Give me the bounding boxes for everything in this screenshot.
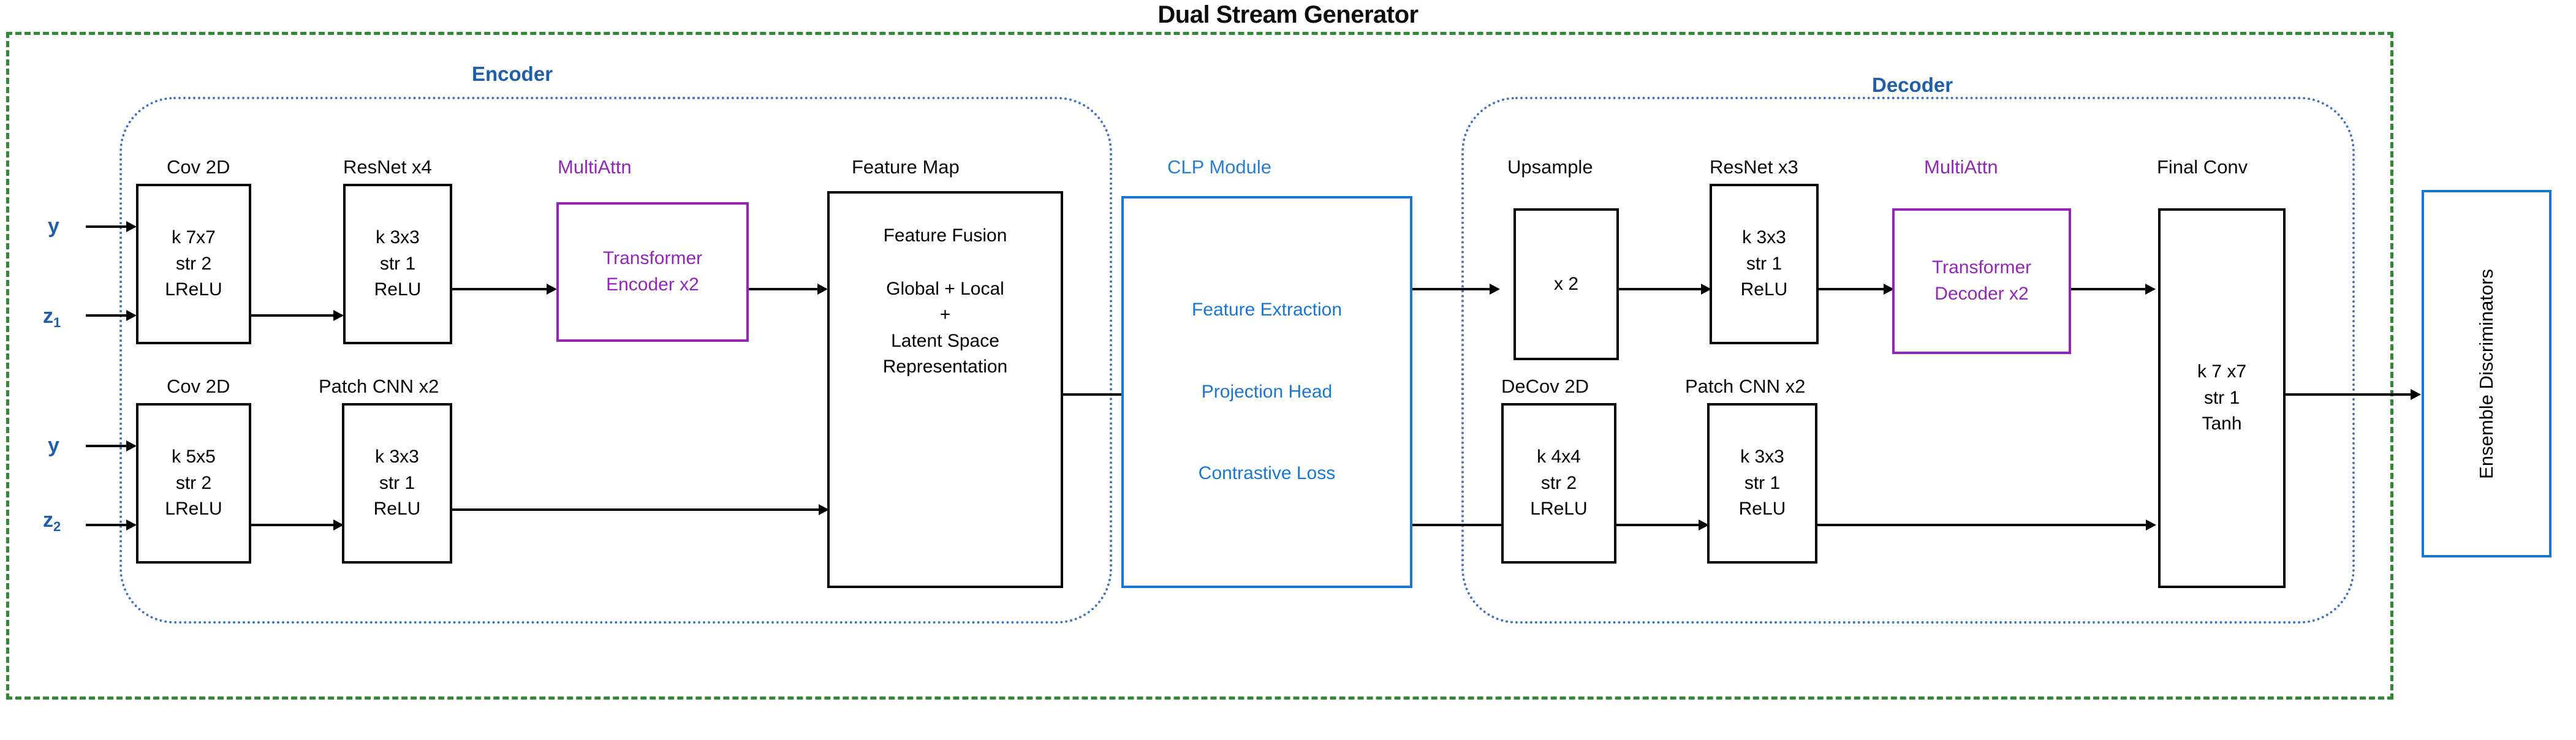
block-line: ReLU — [374, 279, 422, 300]
caption-decoder-multiattn: MultiAttn — [1924, 156, 1998, 178]
block-line: Decoder x2 — [1934, 284, 2029, 304]
decoder-section-label: Decoder — [1872, 74, 1953, 96]
input-label-y-bottom: y — [48, 434, 59, 457]
block-line: k 7x7 — [172, 227, 216, 248]
block-decoder-decov2d[interactable]: k 4x4 str 2 LReLU — [1501, 403, 1616, 564]
arrow-clp-to-upsample — [1412, 284, 1500, 295]
block-line: LReLU — [165, 279, 222, 300]
caption-encoder-multiattn: MultiAttn — [558, 156, 632, 178]
block-encoder-cov2d-bottom[interactable]: k 5x5 str 2 LReLU — [136, 403, 251, 564]
block-line: LReLU — [165, 499, 222, 519]
caption-clp-module: CLP Module — [1167, 156, 1272, 178]
arrow-resnet4-to-attn — [452, 284, 557, 295]
block-line: str 2 — [175, 472, 212, 493]
block-line: k 5x5 — [172, 447, 216, 467]
block-line: str 1 — [1744, 472, 1781, 493]
arrow-finalconv-to-discriminator — [2286, 389, 2421, 400]
caption-encoder-resnet4: ResNet x4 — [343, 156, 432, 178]
caption-decoder-resnet3: ResNet x3 — [1710, 156, 1798, 178]
caption-feature-map: Feature Map — [852, 156, 960, 178]
input-label-z1-base: z — [43, 304, 53, 328]
block-line: Tanh — [2202, 413, 2242, 434]
page-title: Dual Stream Generator — [1157, 1, 1419, 28]
block-line: str 1 — [379, 253, 416, 274]
ensemble-discriminators-label: Ensemble Discriminators — [2475, 268, 2497, 479]
arrow-patchcnn-to-finalconv — [1817, 519, 2156, 530]
block-line: Contrastive Loss — [1198, 463, 1336, 484]
block-line: Global + Local — [886, 278, 1004, 299]
arrow-y-to-cov7 — [86, 221, 137, 232]
block-ensemble-discriminators[interactable]: Ensemble Discriminators — [2422, 190, 2551, 557]
block-line: str 2 — [175, 253, 212, 274]
block-encoder-cov2d-top[interactable]: k 7x7 str 2 LReLU — [136, 184, 251, 344]
block-clp-module[interactable]: Feature Extraction Projection Head Contr… — [1121, 196, 1412, 588]
caption-decoder-decov2d: DeCov 2D — [1501, 376, 1589, 397]
block-feature-map[interactable]: Feature Fusion Global + Local + Latent S… — [827, 191, 1063, 588]
block-line: Projection Head — [1201, 381, 1333, 402]
block-line: str 1 — [1746, 253, 1782, 274]
arrow-y-to-cov5 — [86, 440, 137, 451]
decoder-group-boundary — [1461, 97, 2355, 624]
block-line: LReLU — [1530, 499, 1588, 519]
block-decoder-transformer[interactable]: Transformer Decoder x2 — [1892, 208, 2071, 354]
block-line: str 1 — [2203, 387, 2240, 408]
block-line: x 2 — [1553, 273, 1579, 294]
arrow-z2-to-cov5 — [86, 519, 137, 530]
generator-boundary — [6, 32, 2393, 700]
caption-decoder-upsample: Upsample — [1507, 156, 1593, 178]
caption-encoder-patchcnn: Patch CNN x2 — [319, 376, 439, 397]
block-line: ReLU — [1738, 499, 1786, 519]
arrow-resnet3-to-decoder-attn — [1819, 284, 1894, 295]
input-label-z2-base: z — [43, 508, 53, 532]
block-line: k 3x3 — [1742, 227, 1786, 248]
block-line: k 3x3 — [375, 447, 419, 467]
input-label-z1: z1 — [43, 304, 61, 330]
arrow-decoder-attn-to-finalconv — [2071, 284, 2156, 295]
block-final-conv[interactable]: k 7 x7 str 1 Tanh — [2158, 208, 2286, 588]
block-line: Latent Space — [891, 330, 999, 351]
input-label-z2-sub: 2 — [53, 519, 61, 534]
block-line: ReLU — [373, 499, 421, 519]
block-line: Representation — [882, 357, 1008, 377]
arrow-z1-to-cov7 — [86, 310, 137, 321]
arrow-cov2d-to-resnet4 — [251, 310, 344, 321]
caption-final-conv: Final Conv — [2157, 156, 2248, 178]
arrow-attn-to-featuremap — [749, 284, 828, 295]
block-line: Transformer — [1931, 257, 2032, 278]
block-line: k 3x3 — [376, 227, 420, 248]
line-clp-to-decov — [1412, 524, 1501, 526]
block-line: str 1 — [379, 472, 415, 493]
input-label-y-top: y — [48, 214, 59, 238]
block-line: k 7 x7 — [2197, 361, 2247, 382]
input-label-z2: z2 — [43, 508, 61, 534]
block-decoder-resnet3[interactable]: k 3x3 str 1 ReLU — [1710, 184, 1819, 344]
input-label-z1-sub: 1 — [53, 315, 61, 330]
encoder-group-boundary — [119, 97, 1112, 624]
block-line: str 2 — [1540, 472, 1577, 493]
block-line: Encoder x2 — [606, 274, 699, 295]
block-encoder-patchcnn[interactable]: k 3x3 str 1 ReLU — [342, 403, 452, 564]
caption-encoder-cov2d-top: Cov 2D — [167, 156, 230, 178]
caption-encoder-cov2d-bottom: Cov 2D — [167, 376, 230, 397]
arrow-decov-to-patchcnn — [1616, 519, 1709, 530]
block-line: k 4x4 — [1537, 447, 1581, 467]
block-line: ReLU — [1740, 279, 1788, 300]
caption-decoder-patchcnn: Patch CNN x2 — [1685, 376, 1806, 397]
block-decoder-upsample[interactable]: x 2 — [1513, 208, 1619, 360]
block-line: Feature Extraction — [1191, 300, 1343, 320]
block-line: Transformer — [602, 248, 703, 269]
block-decoder-patchcnn[interactable]: k 3x3 str 1 ReLU — [1707, 403, 1817, 564]
block-line: k 3x3 — [1740, 447, 1784, 467]
block-line: Feature Fusion — [883, 225, 1007, 246]
block-encoder-resnet4[interactable]: k 3x3 str 1 ReLU — [343, 184, 452, 344]
block-line: + — [939, 304, 951, 325]
arrow-upsample-to-resnet3 — [1619, 284, 1711, 295]
encoder-section-label: Encoder — [472, 62, 553, 85]
arrow-cov5-to-patchcnn — [251, 519, 344, 530]
block-encoder-transformer[interactable]: Transformer Encoder x2 — [556, 202, 749, 342]
arrow-patchcnn-to-featuremap — [452, 504, 829, 515]
